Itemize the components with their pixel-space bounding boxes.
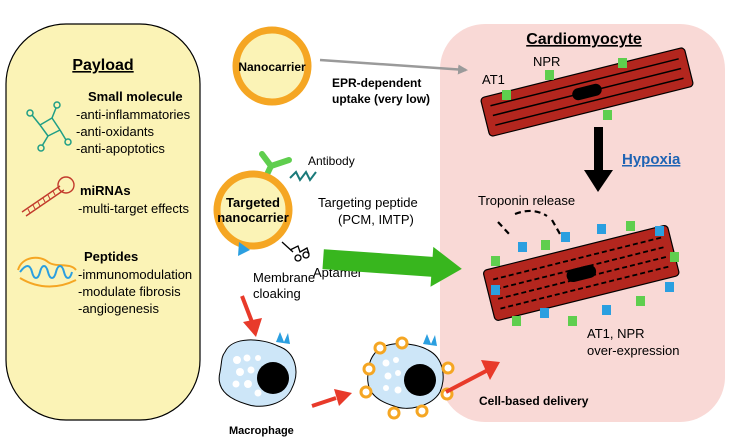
troponin-label: Troponin release — [478, 193, 575, 208]
nucleus — [566, 264, 597, 283]
membrane-cloaking-label: Membrane — [253, 270, 315, 285]
payload-panel: Payload Small molecule -anti-inflammator… — [5, 23, 201, 421]
payload-panel-bg — [5, 23, 201, 421]
epr-label: EPR-dependent — [332, 76, 421, 90]
nanocarrier: Nanocarrier — [232, 26, 312, 106]
healthy-cardiomyocyte — [480, 47, 694, 137]
cell-delivery-label: Cell-based delivery — [479, 394, 589, 408]
hypoxia-label: Hypoxia — [622, 151, 681, 168]
small-molecule-item: -anti-apoptotics — [76, 141, 165, 156]
cardiomyocyte-panel: Cardiomyocyte AT1 NPR Hypoxia Troponin r… — [440, 24, 725, 422]
cardiomyocyte-title: Cardiomyocyte — [526, 31, 642, 48]
small-molecule-icon — [26, 101, 72, 152]
peptide-helix-icon — [17, 256, 77, 288]
membrane-cloaking-icon — [238, 242, 250, 256]
epr-arrow — [319, 58, 468, 75]
macrophage-nucleus — [404, 364, 436, 396]
at1-receptor — [502, 90, 511, 100]
targeted-nanocarrier: Targeted nanocarrier — [213, 151, 317, 262]
npr-receptor — [545, 70, 554, 80]
bound-nanocarriers — [359, 336, 455, 420]
at1-label: AT1 — [482, 72, 505, 87]
npr-receptor — [618, 58, 627, 68]
targeted-nanocarrier-label: Targeted — [226, 195, 280, 210]
peptides-item: -immunomodulation — [78, 267, 192, 282]
targeted-delivery-arrow — [322, 246, 462, 287]
cloaking-arrow — [240, 295, 262, 337]
hypoxic-cardiomyocyte — [483, 225, 680, 321]
targeting-peptide-icon — [289, 170, 317, 182]
nanocarrier-label: Nanocarrier — [238, 60, 306, 74]
overexpression-label: AT1, NPR — [587, 326, 645, 341]
nucleus — [572, 83, 602, 101]
membrane-cloaking-label: cloaking — [253, 286, 301, 301]
at1-receptor — [603, 110, 612, 120]
loaded-macrophage — [359, 334, 455, 420]
cell-delivery-arrow — [445, 360, 500, 394]
overexpression-label: over-expression — [587, 343, 680, 358]
small-molecule-item: -anti-inflammatories — [76, 107, 191, 122]
targeted-nanocarrier-label: nanocarrier — [217, 210, 289, 225]
small-molecule-item: -anti-oxidants — [76, 124, 155, 139]
targeting-peptide-label: Targeting peptide — [318, 195, 418, 210]
epr-label: uptake (very low) — [332, 92, 430, 106]
peptides-heading: Peptides — [84, 249, 138, 264]
receptors-healthy — [502, 58, 627, 120]
peptides-item: -angiogenesis — [78, 301, 159, 316]
peptides-item: -modulate fibrosis — [78, 284, 181, 299]
mirna-item: -multi-target effects — [78, 201, 190, 216]
antibody-label: Antibody — [308, 154, 355, 168]
targeting-peptide-label: (PCM, IMTP) — [338, 212, 414, 227]
macrophage-nucleus — [257, 362, 289, 394]
loading-arrow — [311, 389, 352, 408]
mirna-heading: miRNAs — [80, 183, 131, 198]
hypoxia-arrow — [584, 127, 613, 192]
troponin-release-marks — [497, 209, 561, 236]
mirna-hairpin-icon — [21, 176, 75, 217]
macrophage-label: Macrophage — [229, 425, 294, 437]
macrophage — [218, 332, 297, 407]
npr-label: NPR — [533, 54, 560, 69]
small-molecule-heading: Small molecule — [88, 89, 183, 104]
payload-title: Payload — [72, 57, 133, 74]
receptors-overexpressed — [491, 221, 679, 326]
aptamer-icon — [281, 241, 310, 262]
